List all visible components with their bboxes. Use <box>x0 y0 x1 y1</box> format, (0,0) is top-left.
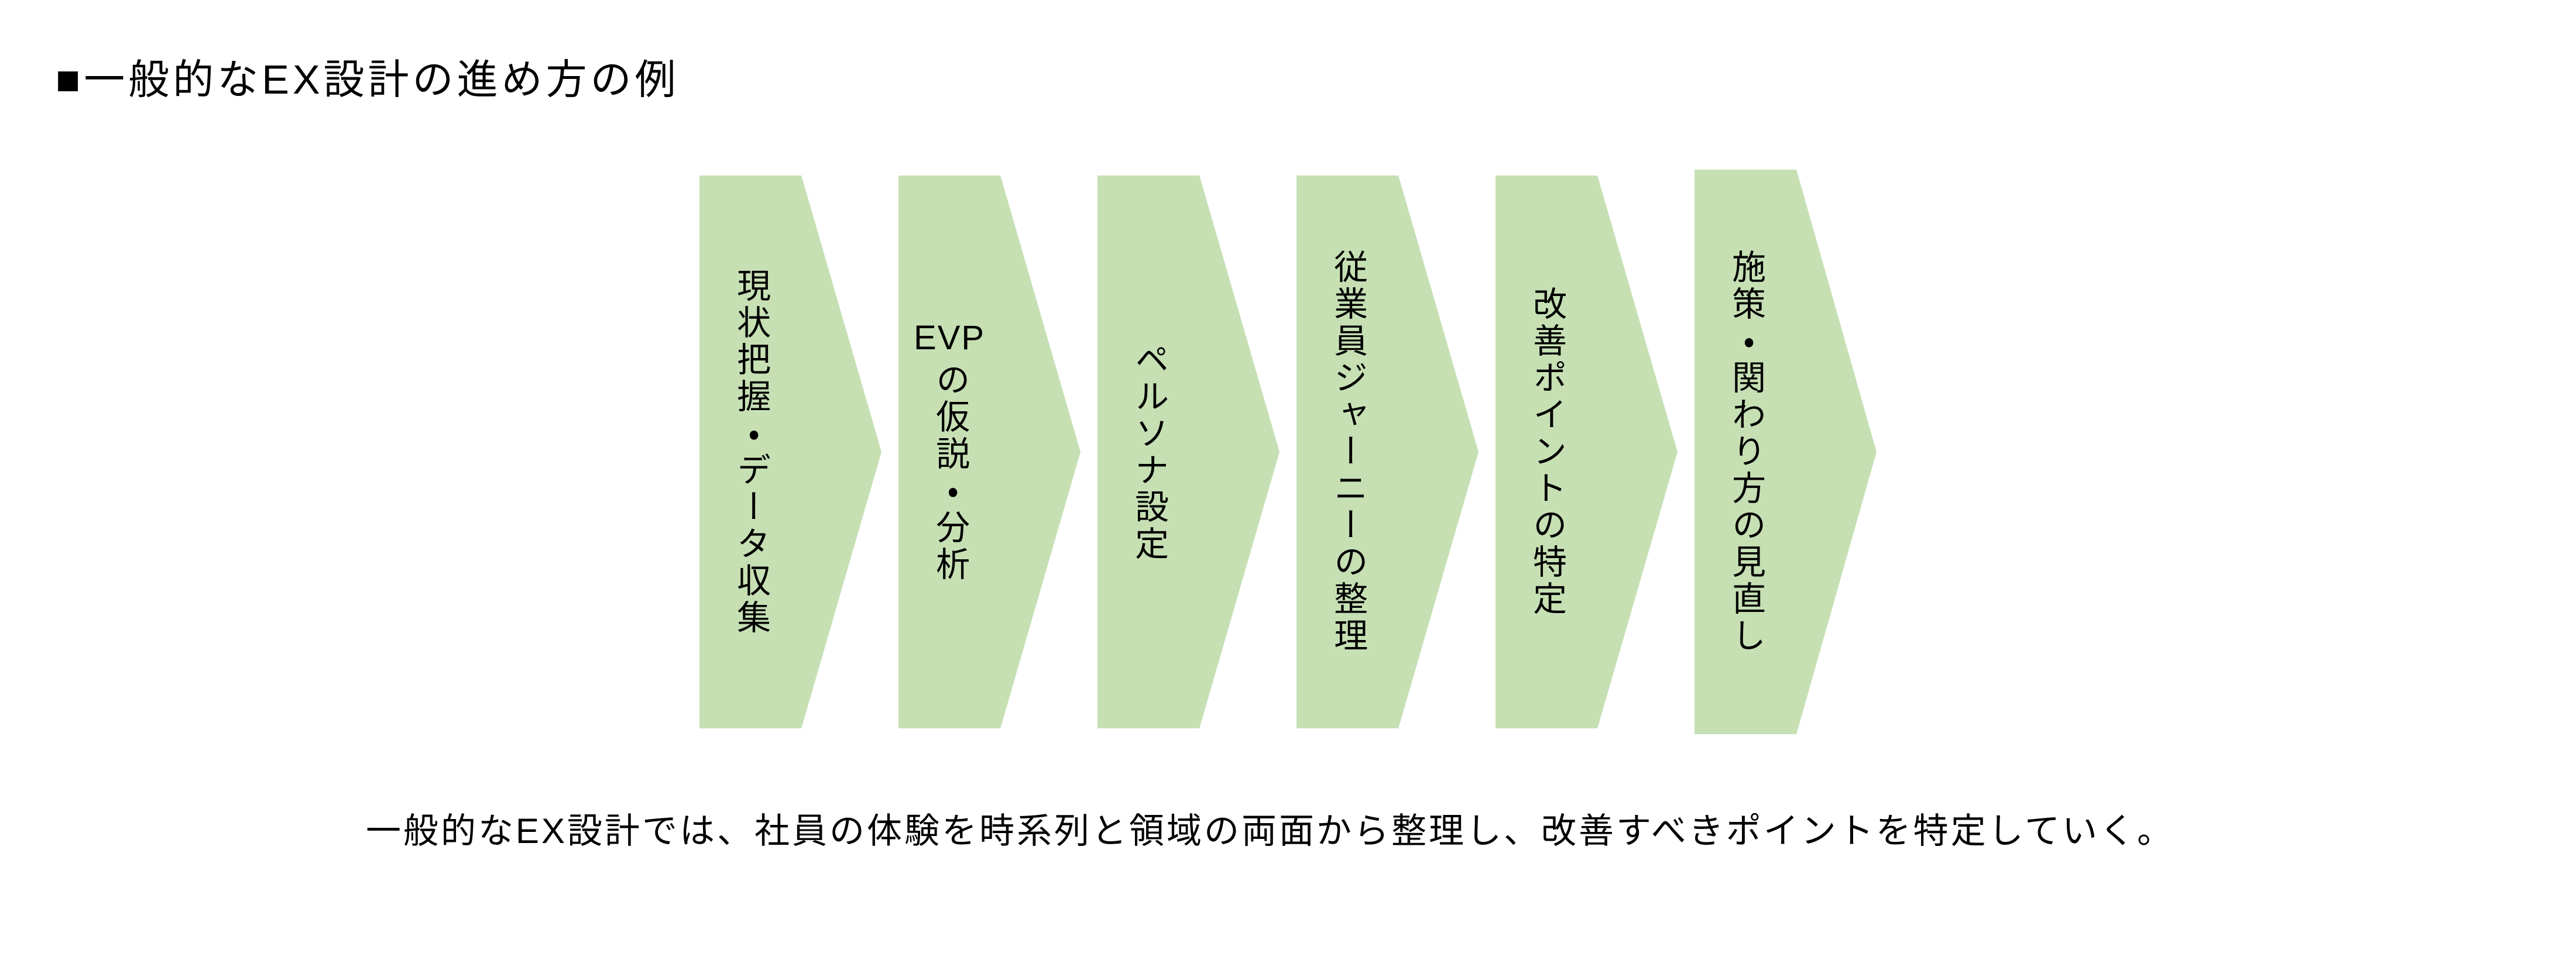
process-step-shape-6: 施策・関わり方の見直し <box>1695 170 1877 734</box>
process-step-label: の仮説・分析 <box>931 362 969 583</box>
process-step-shape-1: 現状把握・データ収集 <box>699 176 881 728</box>
process-step-label: 施策・関わり方の見直し <box>1727 249 1765 655</box>
process-step-shape-2: EVP の仮説・分析 <box>898 176 1081 728</box>
process-step-label-wrap: EVP の仮説・分析 <box>898 176 1000 728</box>
process-step-label-wrap: 従業員ジャーニーの整理 <box>1296 176 1398 728</box>
process-step-label-wrap: 現状把握・データ収集 <box>699 176 801 728</box>
process-step-label-wrap: 改善ポイントの特定 <box>1495 176 1597 728</box>
process-step-shape-5: 改善ポイントの特定 <box>1495 176 1678 728</box>
process-step-label: 従業員ジャーニーの整理 <box>1329 249 1367 655</box>
diagram-caption: 一般的なEX設計では、社員の体験を時系列と領域の両面から整理し、改善すべきポイン… <box>365 811 2175 851</box>
process-step-label: 現状把握・データ収集 <box>732 267 770 637</box>
process-step-label: 改善ポイントの特定 <box>1528 286 1566 618</box>
process-step-shape-4: 従業員ジャーニーの整理 <box>1296 176 1479 728</box>
process-step-label-wrap: ペルソナ設定 <box>1097 176 1199 728</box>
process-step-label: ペルソナ設定 <box>1130 341 1168 563</box>
process-step-label-wrap: 施策・関わり方の見直し <box>1695 170 1796 734</box>
page-title: ■一般的なEX設計の進め方の例 <box>56 57 680 102</box>
process-step-shape-3: ペルソナ設定 <box>1097 176 1280 728</box>
process-flow-diagram: 現状把握・データ収集 EVP の仮説・分析 ペルソナ設定 従業員ジャーニーの整理… <box>699 170 1877 734</box>
process-step-label-latin: EVP <box>914 319 986 357</box>
